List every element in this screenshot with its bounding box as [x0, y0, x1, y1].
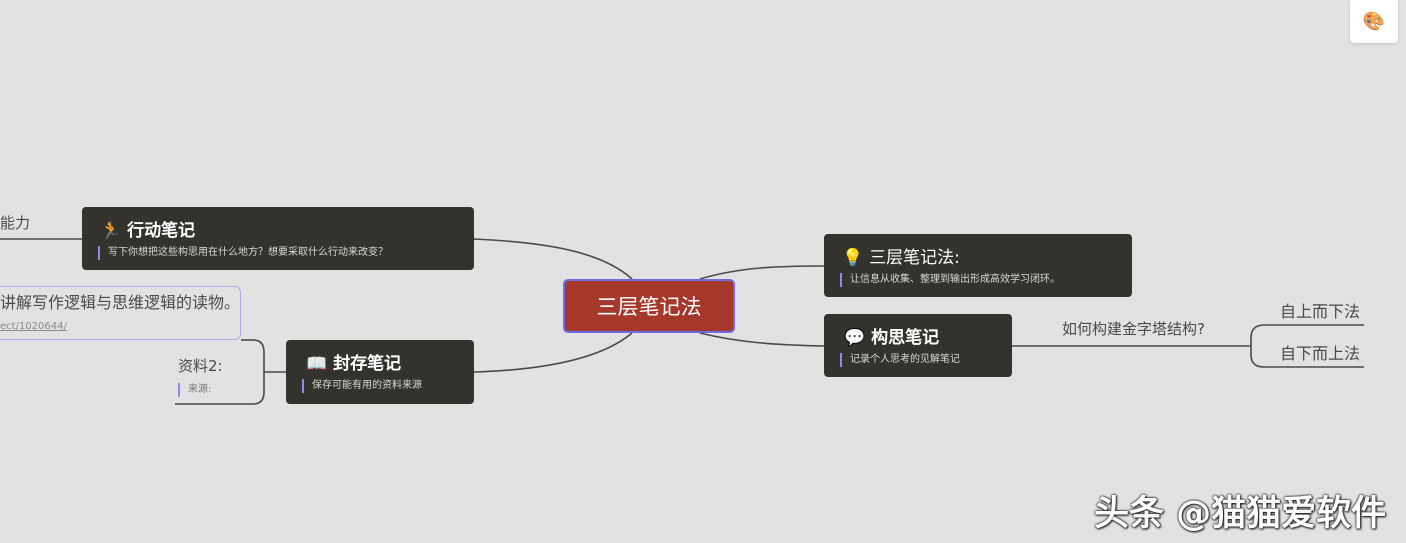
archive-note-text: 保存可能有用的资料来源: [302, 379, 422, 393]
idea-note-title: 💬构思笔记: [844, 328, 940, 348]
method-note-text: 让信息从收集、整理到输出形成高效学习闭环。: [840, 273, 1060, 287]
link-root-action: [473, 238, 633, 280]
reference-text: 讲解写作逻辑与思维逻辑的读物。: [0, 293, 241, 312]
link-archive-bracket: [175, 339, 286, 405]
bottom-up-node[interactable]: 自下而上法: [1280, 344, 1361, 363]
running-person-icon: 🏃: [100, 221, 122, 241]
top-down-node[interactable]: 自上而下法: [1280, 302, 1361, 321]
method-node[interactable]: 💡三层笔记法: 让信息从收集、整理到输出形成高效学习闭环。: [824, 234, 1132, 297]
link-question-bracket: [1230, 324, 1364, 368]
speech-bubble-icon: 💬: [844, 328, 866, 348]
link-root-idea: [699, 332, 825, 347]
material-title[interactable]: 资料2:: [178, 357, 223, 375]
theme-button[interactable]: 🎨: [1350, 0, 1398, 43]
pyramid-question-node[interactable]: 如何构建金字塔结构?: [1062, 320, 1205, 338]
root-node-label: 三层笔记法: [596, 295, 702, 319]
idea-note-node[interactable]: 💬构思笔记 记录个人思考的见解笔记: [824, 314, 1012, 377]
idea-note-text: 记录个人思考的见解笔记: [840, 353, 960, 367]
action-note-title: 🏃行动笔记: [100, 221, 196, 241]
action-note-text: 写下你想把这些构思用在什么地方？想要采取什么行动来改变？: [98, 246, 388, 260]
action-note-node[interactable]: 🏃行动笔记 写下你想把这些构思用在什么地方？想要采取什么行动来改变？: [82, 207, 474, 270]
watermark-text: 头条 @猫猫爱软件: [1094, 494, 1387, 534]
reference-link[interactable]: ect/1020644/: [0, 321, 67, 332]
link-root-method: [699, 265, 825, 280]
ability-node[interactable]: 能力: [0, 214, 31, 232]
open-book-icon: 📖: [306, 354, 328, 374]
palette-icon: 🎨: [1362, 11, 1386, 32]
archive-note-title: 📖封存笔记: [306, 354, 402, 374]
root-node[interactable]: 三层笔记法: [563, 279, 735, 333]
lightbulb-icon: 💡: [842, 248, 864, 268]
reference-node[interactable]: [0, 286, 241, 340]
method-title: 💡三层笔记法:: [842, 248, 960, 268]
archive-note-node[interactable]: 📖封存笔记 保存可能有用的资料来源: [286, 340, 474, 404]
link-root-archive: [473, 332, 633, 373]
material-note: 来源:: [178, 383, 211, 397]
